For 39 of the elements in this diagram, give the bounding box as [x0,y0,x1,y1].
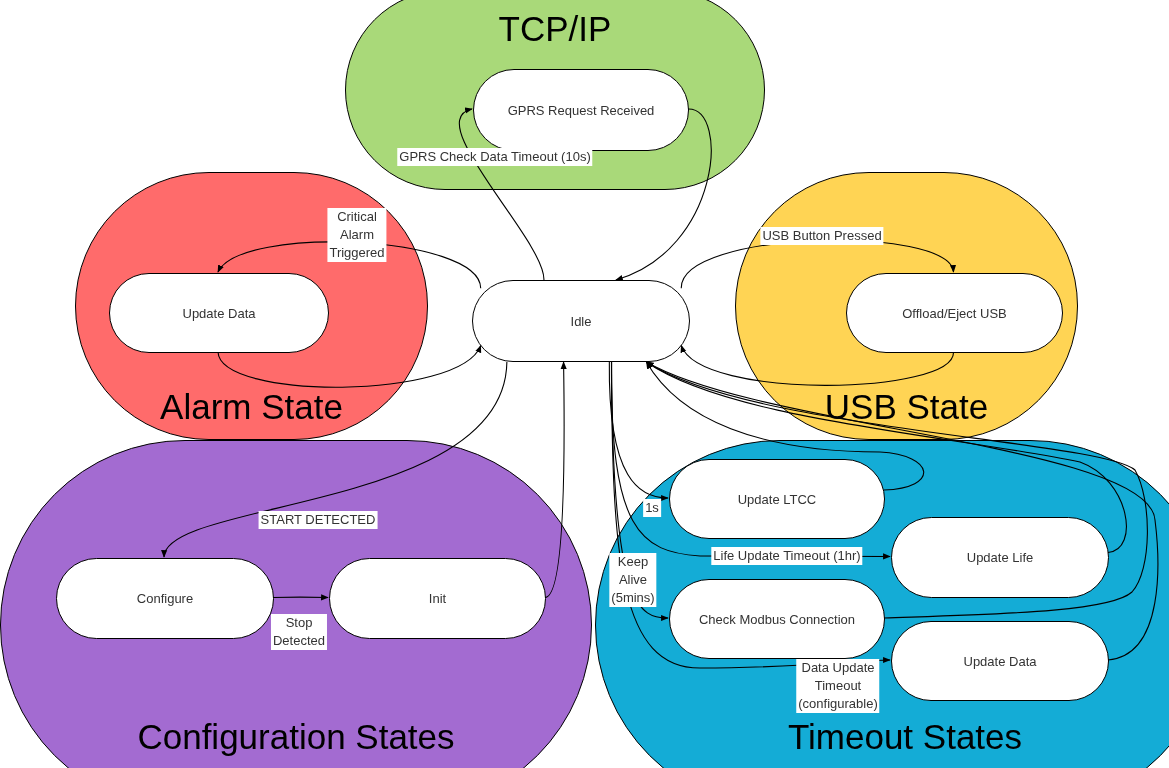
transition-arrow [458,108,545,281]
region-title: USB State [823,387,990,427]
state-name: GPRS Request Received [507,101,655,120]
edge-label: Stop Detected [271,614,327,650]
transition-arrow [163,361,508,558]
state-pill [56,558,274,639]
state-pill [329,558,546,639]
region-title: Alarm State [159,387,344,427]
state-name: Update Data [182,304,256,323]
edge-label: USB Button Pressed [760,227,884,245]
state-name: Update Life [966,549,1034,567]
edge-label: START DETECTED [258,511,378,529]
state-name: Configure [136,590,194,608]
transition-arrow [615,108,712,281]
state-group-region [595,440,1169,768]
transition-arrow [680,345,955,386]
state-name: Update LTCC [737,490,817,509]
transition-arrow [217,345,482,388]
transition-arrow [608,361,669,501]
transition-arrow [544,361,567,599]
state-name: Idle [570,312,592,331]
transition-arrow [645,361,925,491]
state-pill [472,280,690,362]
edge-label: Life Update Timeout (1hr) [711,547,863,565]
edge-label: GPRS Check Data Timeout (10s) [397,148,593,166]
transition-arrow [272,594,329,601]
state-name: Update Data [963,652,1037,671]
state-group-region [0,440,592,768]
edge-label: Critical Alarm Triggered [327,208,387,262]
edge-label: 1s [643,499,661,517]
edge-label: Data Update Timeout (configurable) [796,659,880,713]
state-name: Offload/Eject USB [902,304,1007,323]
state-name: Init [428,590,447,608]
state-pill [669,459,885,539]
region-title: TCP/IP [497,9,613,49]
region-title: Configuration States [136,717,456,757]
region-title: Timeout States [786,717,1024,757]
edge-label: Keep Alive (5mins) [609,553,657,607]
state-name: Check Modbus Connection [698,610,856,629]
